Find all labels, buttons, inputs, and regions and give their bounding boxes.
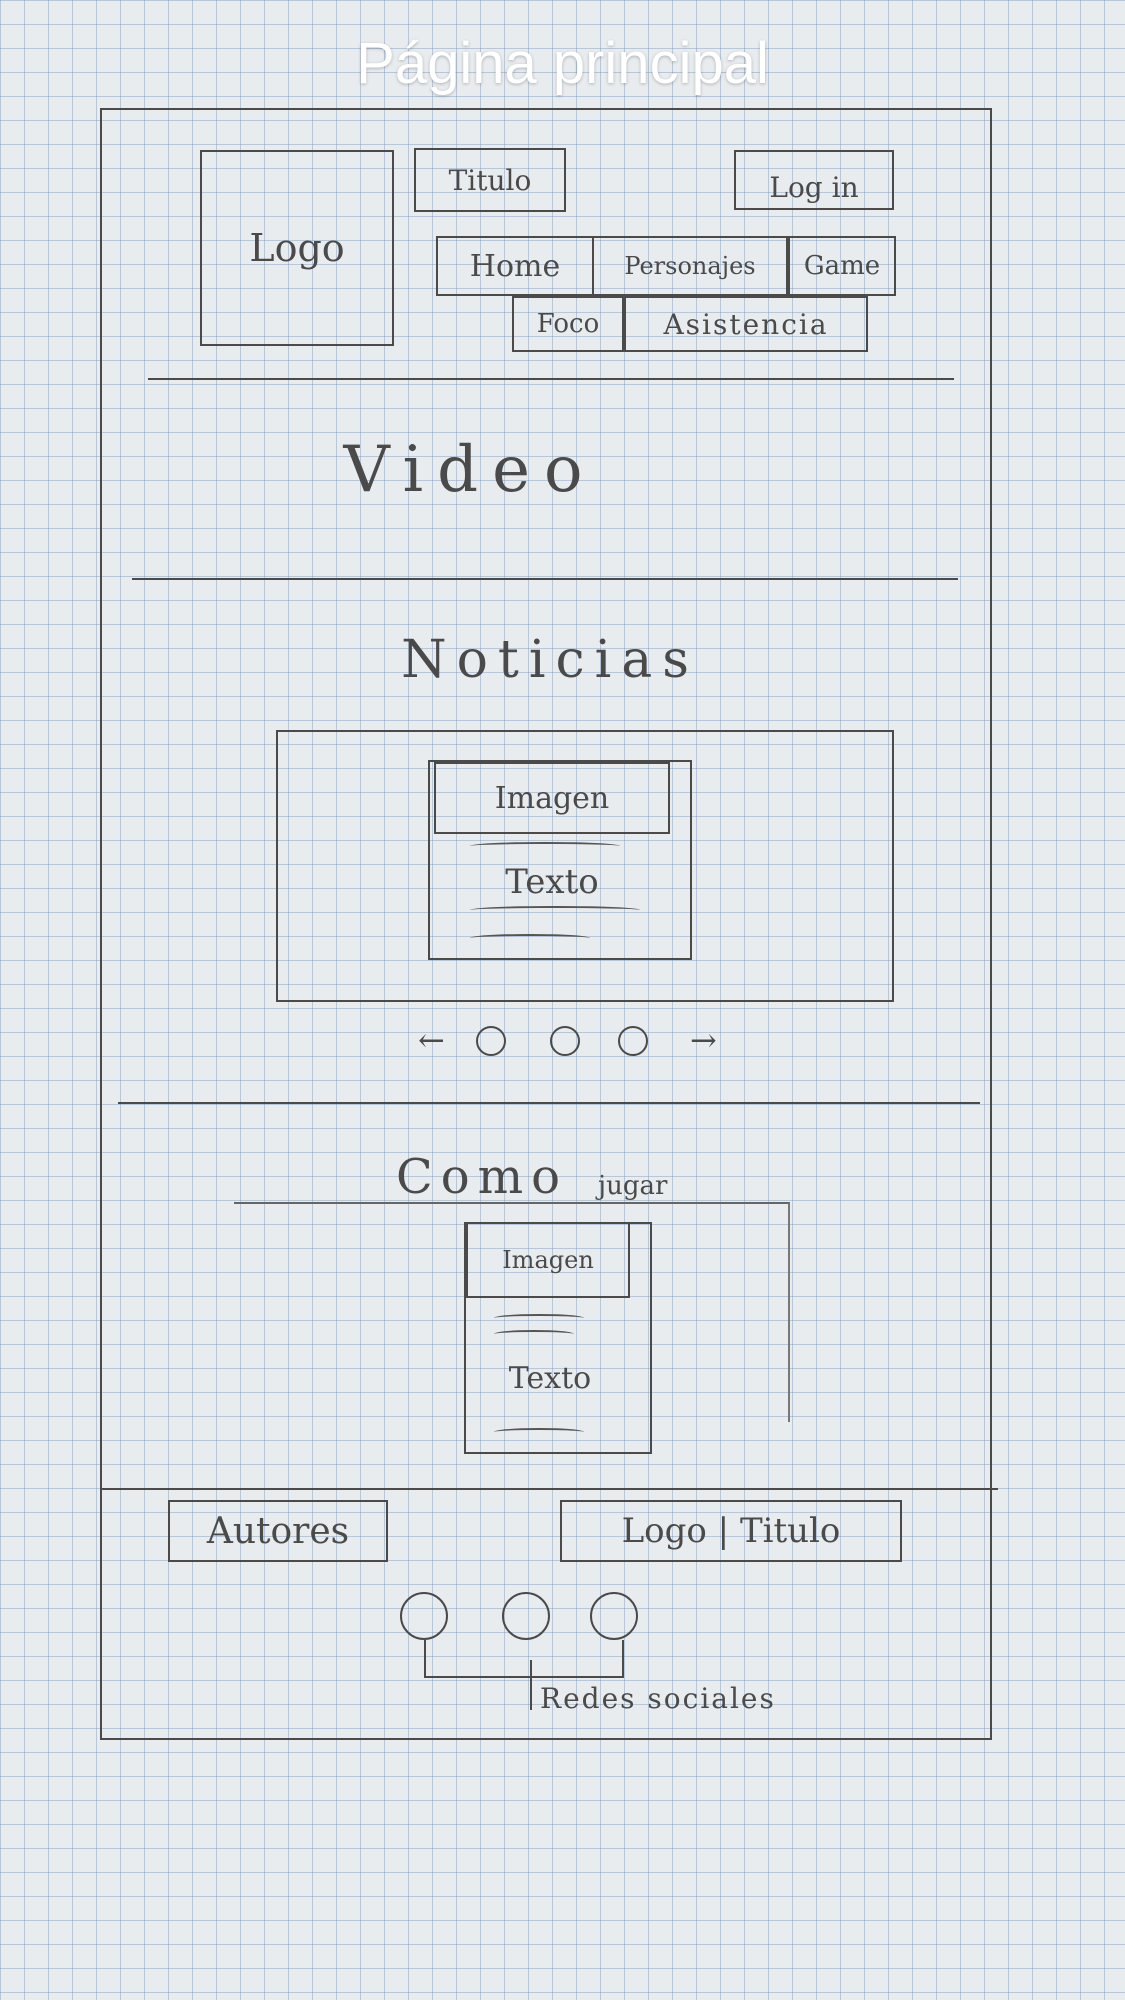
- footer-logo-titulo-label: Logo | Titulo: [621, 1511, 841, 1551]
- text-scribble: [494, 1428, 584, 1436]
- bracket-line: [424, 1640, 426, 1678]
- nav-asistencia[interactable]: Asistencia: [624, 296, 868, 352]
- video-placeholder[interactable]: Video: [340, 420, 600, 520]
- autores-box: Autores: [168, 1500, 388, 1562]
- como-jugar-card-image: Imagen: [466, 1222, 630, 1298]
- nav-foco-label: Foco: [536, 309, 600, 339]
- como-jugar-carousel: [234, 1202, 790, 1422]
- noticias-carousel: [276, 730, 894, 1002]
- noticias-texto-label: Texto: [505, 862, 599, 902]
- carousel-prev-arrow[interactable]: ←: [418, 1021, 445, 1059]
- bracket-line: [530, 1660, 532, 1710]
- nav-foco[interactable]: Foco: [512, 296, 624, 352]
- noticias-heading-text: Noticias: [401, 630, 699, 690]
- carousel-dot[interactable]: [550, 1026, 580, 1056]
- logo-box: Logo: [200, 150, 394, 346]
- noticias-heading: Noticias: [400, 620, 700, 700]
- nav-personajes[interactable]: Personajes: [592, 236, 788, 296]
- como-heading-text: Como: [396, 1149, 569, 1205]
- carousel-dot[interactable]: [618, 1026, 648, 1056]
- redes-sociales-label: Redes sociales: [540, 1682, 860, 1722]
- titulo-box: Titulo: [414, 148, 566, 212]
- carousel-dot[interactable]: [476, 1026, 506, 1056]
- text-scribble: [470, 842, 620, 850]
- noticias-card-image: Imagen: [434, 762, 670, 834]
- social-icon[interactable]: [590, 1592, 638, 1640]
- text-scribble: [494, 1330, 574, 1338]
- como-jugar-texto-label: Texto: [508, 1360, 592, 1396]
- titulo-label: Titulo: [448, 163, 532, 197]
- social-icon[interactable]: [400, 1592, 448, 1640]
- como-jugar-card-text: Texto: [470, 1348, 630, 1408]
- noticias-card-text: Texto: [434, 852, 670, 912]
- footer-divider: [100, 1488, 998, 1490]
- redes-sociales-text: Redes sociales: [540, 1682, 776, 1715]
- social-icon[interactable]: [502, 1592, 550, 1640]
- como-jugar-heading: Como jugar: [396, 1142, 736, 1212]
- text-scribble: [470, 906, 640, 914]
- noticias-imagen-label: Imagen: [494, 780, 610, 816]
- nav-personajes-label: Personajes: [624, 252, 756, 280]
- nav-game[interactable]: Game: [788, 236, 896, 296]
- video-label: Video: [343, 433, 597, 507]
- header-section: [148, 108, 954, 380]
- nav-home-label: Home: [469, 248, 561, 284]
- nav-game-label: Game: [803, 251, 881, 281]
- bracket-line: [424, 1676, 624, 1678]
- text-scribble: [494, 1314, 584, 1322]
- nav-asistencia-label: Asistencia: [663, 307, 829, 341]
- carousel-next-arrow[interactable]: →: [690, 1021, 717, 1059]
- autores-label: Autores: [206, 1510, 350, 1552]
- section-divider: [132, 578, 958, 580]
- page-title: Página principal: [356, 31, 769, 96]
- noticias-card[interactable]: [428, 760, 692, 960]
- page-frame: [100, 108, 992, 1740]
- bracket-line: [622, 1640, 624, 1678]
- logo-label: Logo: [249, 226, 345, 270]
- login-label: Log in: [769, 171, 859, 204]
- jugar-heading-text: jugar: [598, 1171, 668, 1201]
- section-divider: [118, 1102, 980, 1104]
- login-button[interactable]: Log in: [734, 150, 894, 210]
- nav-home[interactable]: Home: [436, 236, 594, 296]
- footer-logo-titulo-box: Logo | Titulo: [560, 1500, 902, 1562]
- text-scribble: [470, 934, 590, 942]
- como-jugar-imagen-label: Imagen: [502, 1246, 594, 1274]
